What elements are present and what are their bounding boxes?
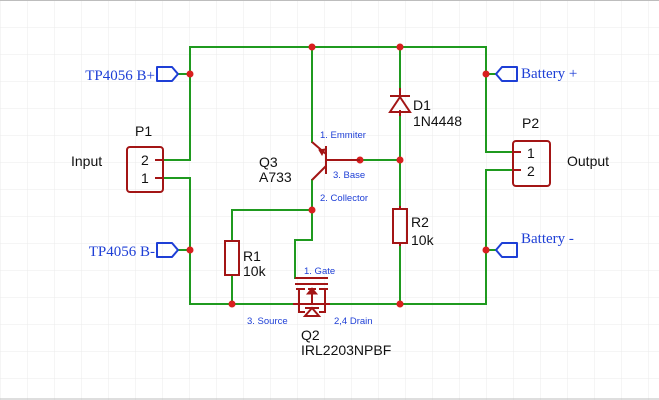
mosfet-q2-body-arrow bbox=[305, 287, 319, 295]
mosfet-q2-gate-label: 1. Gate bbox=[304, 266, 335, 277]
connector-p1-label: Input bbox=[71, 153, 102, 169]
transistor-q3-base-label: 3. Base bbox=[333, 170, 365, 181]
mosfet-q2-drain-label: 2,4 Drain bbox=[334, 316, 373, 327]
transistor-q3-value: A733 bbox=[259, 169, 292, 185]
junction-bminus bbox=[186, 246, 194, 254]
connector-p1-pin1-number: 1 bbox=[141, 170, 149, 186]
resistor-r1-body bbox=[224, 240, 240, 276]
diode-d1-ref: D1 bbox=[413, 97, 431, 113]
junction-collector bbox=[308, 206, 316, 214]
mosfet-q2-body-diode-leads bbox=[298, 304, 326, 313]
mosfet-q2-source-label: 3. Source bbox=[247, 316, 288, 327]
junction-top-d1 bbox=[396, 43, 404, 51]
port-tp4056-bplus-shape bbox=[156, 66, 179, 82]
diode-d1: D1 1N4448 bbox=[388, 88, 462, 129]
port-battery-plus: Battery + bbox=[495, 66, 577, 82]
port-battery-plus-label: Battery + bbox=[521, 66, 577, 82]
mosfet-q2-ref: Q2 bbox=[301, 327, 320, 343]
port-tp4056-bminus: TP4056 B- bbox=[89, 242, 179, 260]
mosfet-q2-body-diode bbox=[302, 306, 322, 317]
transistor-q3-emitter-label: 1. Emmiter bbox=[320, 130, 366, 141]
connector-p1-body bbox=[126, 146, 164, 193]
port-battery-plus-shape bbox=[495, 66, 518, 82]
transistor-q3-emitter-arrow bbox=[318, 148, 326, 157]
transistor-q3: Q3 A733 1. Emmiter 3. Base 2. Collector bbox=[259, 130, 368, 204]
port-battery-minus-shape bbox=[495, 242, 518, 258]
resistor-r1-value: 10k bbox=[243, 263, 267, 279]
connector-p2-pin1-number: 1 bbox=[527, 145, 535, 161]
port-tp4056-bplus: TP4056 B+ bbox=[85, 66, 179, 84]
resistor-r2-value: 10k bbox=[411, 232, 435, 248]
wire-right-bottom bbox=[485, 169, 514, 305]
junction-bplus bbox=[186, 70, 194, 78]
connector-p2-label: Output bbox=[567, 153, 609, 169]
connector-p2-body bbox=[512, 140, 551, 187]
connector-p1-ref: P1 bbox=[135, 123, 152, 139]
port-battery-minus: Battery - bbox=[495, 231, 574, 258]
resistor-r1-ref: R1 bbox=[243, 248, 261, 264]
resistor-r2-ref: R2 bbox=[411, 214, 429, 230]
resistor-r1: R1 10k bbox=[224, 240, 267, 279]
junction-base-node bbox=[396, 156, 404, 164]
connector-p2-ref: P2 bbox=[522, 115, 539, 131]
junctions bbox=[186, 43, 490, 308]
connector-p1: 2 1 P1 Input bbox=[71, 123, 164, 193]
junction-batplus bbox=[482, 70, 490, 78]
diode-d1-triangle bbox=[388, 95, 412, 113]
port-battery-minus-label: Battery - bbox=[521, 231, 574, 247]
port-tp4056-bminus-label: TP4056 B- bbox=[89, 244, 155, 260]
mosfet-q2: Q2 IRL2203NPBF 1. Gate 3. Source 2,4 Dra… bbox=[247, 266, 391, 358]
junction-r1-bottom bbox=[228, 300, 236, 308]
diode-d1-value: 1N4448 bbox=[413, 113, 462, 129]
port-tp4056-bminus-shape bbox=[156, 242, 179, 258]
junction-r2-bottom bbox=[396, 300, 404, 308]
port-tp4056-bplus-label: TP4056 B+ bbox=[85, 68, 155, 84]
connector-p1-pin2-number: 2 bbox=[141, 152, 149, 168]
junction-batminus bbox=[482, 246, 490, 254]
junction-top-emitter bbox=[308, 43, 316, 51]
transistor-q3-collector-label: 2. Collector bbox=[320, 193, 368, 204]
connector-p2: 1 2 P2 Output bbox=[512, 115, 609, 187]
connector-p2-pin2-number: 2 bbox=[527, 163, 535, 179]
mosfet-q2-value: IRL2203NPBF bbox=[301, 342, 391, 358]
transistor-q3-collector-lead bbox=[311, 165, 327, 181]
resistor-r2: R2 10k bbox=[392, 206, 435, 248]
transistor-q3-ref: Q3 bbox=[259, 154, 278, 170]
wire-right-top bbox=[485, 46, 514, 153]
